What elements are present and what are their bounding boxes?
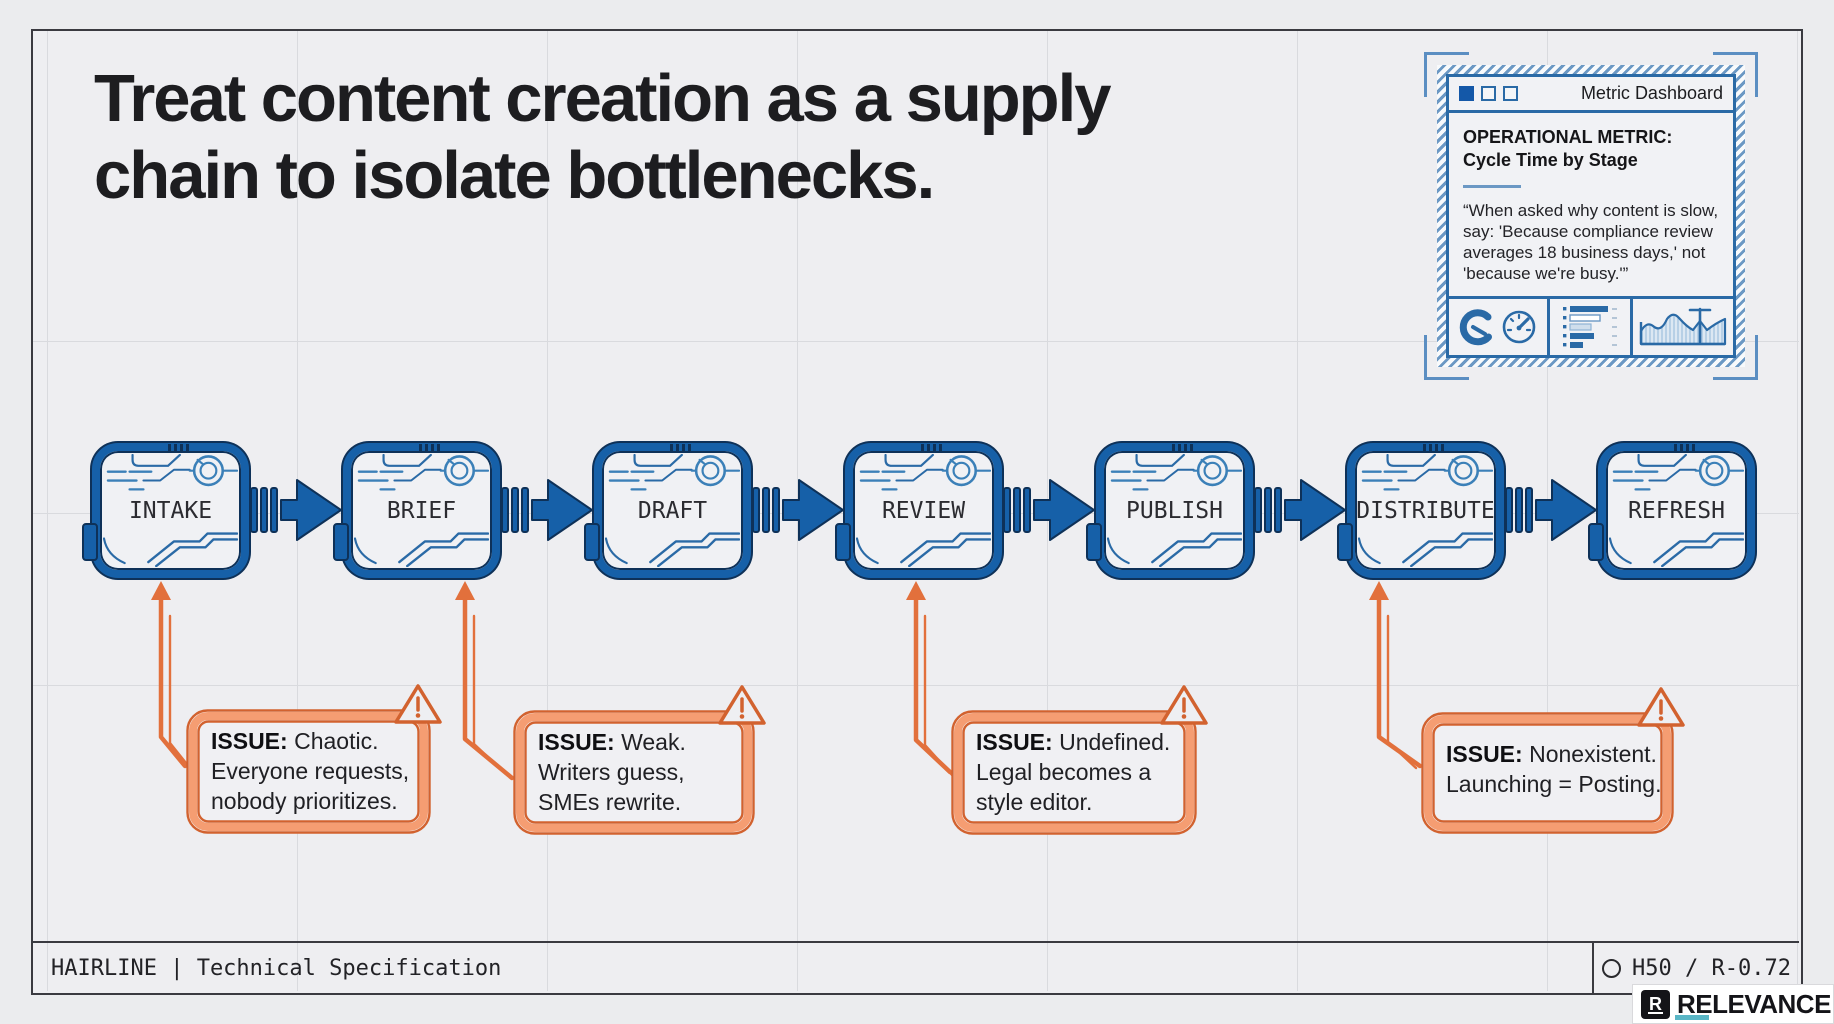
- window-button-icon: [1503, 86, 1518, 101]
- stage-box-review: REVIEW: [835, 443, 1002, 578]
- flow-arrow-icon: [501, 479, 593, 541]
- brand-accent-bar: [1675, 1015, 1709, 1020]
- port-tab-icon: [333, 523, 349, 561]
- speedometer-icon: [1502, 310, 1536, 344]
- issue-callout-review: ISSUE: Undefined. Legal becomes a style …: [950, 685, 1208, 836]
- relevance-logo: R RELEVANCE: [1632, 984, 1834, 1024]
- metric-label: OPERATIONAL METRIC:: [1463, 127, 1673, 147]
- stage-label: PUBLISH: [1126, 497, 1223, 524]
- title-line-1: Treat content creation as a supply: [94, 61, 1111, 136]
- stage-box-draft: DRAFT: [584, 443, 751, 578]
- title-line-2: chain to isolate bottlenecks.: [94, 138, 935, 213]
- bolt-ticks-icon: [1172, 444, 1193, 453]
- dashboard-titlebar: Metric Dashboard: [1449, 77, 1733, 113]
- stage-box-refresh: REFRESH: [1588, 443, 1755, 578]
- metric-name: Cycle Time by Stage: [1463, 150, 1638, 170]
- warning-triangle-icon: [718, 685, 766, 725]
- corner-bracket-icon: [1424, 52, 1469, 97]
- port-tab-icon: [1086, 523, 1102, 561]
- stage-label: REVIEW: [881, 497, 966, 524]
- stage-label: DRAFT: [637, 497, 708, 524]
- brand-wordmark: RELEVANCE: [1677, 988, 1831, 1019]
- callout-frame: [951, 710, 1197, 835]
- bolt-ticks-icon: [168, 444, 189, 453]
- brand-mark-icon: R: [1641, 989, 1670, 1019]
- issue-arrow-review: [906, 581, 954, 777]
- issue-text: ISSUE: Nonexistent. Launching = Posting.: [1446, 741, 1662, 797]
- dashboard-widget-row: [1449, 296, 1733, 355]
- bolt-ticks-icon: [1423, 444, 1444, 453]
- stage-label: INTAKE: [128, 497, 213, 524]
- port-tab-icon: [584, 523, 600, 561]
- dashboard-title: Metric Dashboard: [1580, 83, 1723, 103]
- page-title: Treat content creation as a supply chain…: [94, 60, 1111, 214]
- warning-triangle-icon: [1637, 687, 1685, 727]
- metric-dashboard-panel: Metric Dashboard OPERATIONAL METRIC: Cyc…: [1424, 52, 1758, 380]
- issue-callout-intake: ISSUE: Chaotic. Everyone requests, nobod…: [185, 684, 442, 835]
- issue-text: ISSUE: Chaotic. Everyone requests, nobod…: [211, 728, 410, 814]
- callout-frame: [186, 709, 431, 834]
- flow-arrow-icon: [752, 479, 844, 541]
- corner-bracket-icon: [1713, 52, 1758, 97]
- warning-triangle-icon: [394, 684, 442, 724]
- footer-spec-label: HAIRLINE | Technical Specification: [51, 955, 502, 981]
- footer-bar: HAIRLINE | Technical Specification H50 /…: [33, 941, 1799, 993]
- warning-triangle-icon: [1160, 685, 1208, 725]
- stage-box-distribute: DISTRIBUTE: [1337, 443, 1504, 578]
- window-button-icon: [1481, 86, 1496, 101]
- window-button-icon: [1459, 86, 1474, 101]
- flow-arrow-icon: [1003, 479, 1095, 541]
- issue-callout-brief: ISSUE: Weak. Writers guess, SMEs rewrite…: [512, 685, 766, 836]
- area-chart-icon: [1639, 307, 1727, 346]
- callout-frame: [1421, 712, 1674, 834]
- callout-frame: [513, 710, 755, 835]
- issue-text: ISSUE: Weak. Writers guess, SMEs rewrite…: [538, 729, 686, 815]
- footer-revision-label: H50 / R-0.72: [1632, 955, 1791, 981]
- gauge-icon: [1459, 309, 1492, 346]
- issue-text: ISSUE: Undefined. Legal becomes a style …: [976, 729, 1171, 815]
- issue-callout-distribute: ISSUE: Nonexistent. Launching = Posting.: [1420, 687, 1685, 835]
- bolt-ticks-icon: [1674, 444, 1695, 453]
- bolt-ticks-icon: [419, 444, 440, 453]
- stage-box-intake: INTAKE: [82, 443, 249, 578]
- stage-label: DISTRIBUTE: [1356, 497, 1495, 524]
- stage-box-publish: PUBLISH: [1086, 443, 1253, 578]
- flow-arrow-icon: [1254, 479, 1346, 541]
- port-tab-icon: [1588, 523, 1604, 561]
- issue-arrow-brief: [455, 581, 515, 781]
- port-tab-icon: [835, 523, 851, 561]
- stage-label: BRIEF: [386, 497, 457, 524]
- divider: [1463, 185, 1521, 188]
- issue-arrow-distribute: [1369, 581, 1423, 770]
- flow-arrow-icon: [1505, 479, 1597, 541]
- bolt-ticks-icon: [921, 444, 942, 453]
- stage-label: REFRESH: [1628, 497, 1725, 524]
- corner-bracket-icon: [1713, 335, 1758, 380]
- bolt-ticks-icon: [670, 444, 691, 453]
- circle-marker-icon: [1602, 958, 1622, 978]
- port-tab-icon: [1337, 523, 1353, 561]
- flow-arrow-icon: [250, 479, 342, 541]
- port-tab-icon: [82, 523, 98, 561]
- corner-bracket-icon: [1424, 335, 1469, 380]
- metric-quote: “When asked why content is slow, say: 'B…: [1463, 201, 1719, 283]
- stage-box-brief: BRIEF: [333, 443, 500, 578]
- issue-arrow-intake: [151, 581, 192, 770]
- bar-list-icon: [1563, 306, 1617, 348]
